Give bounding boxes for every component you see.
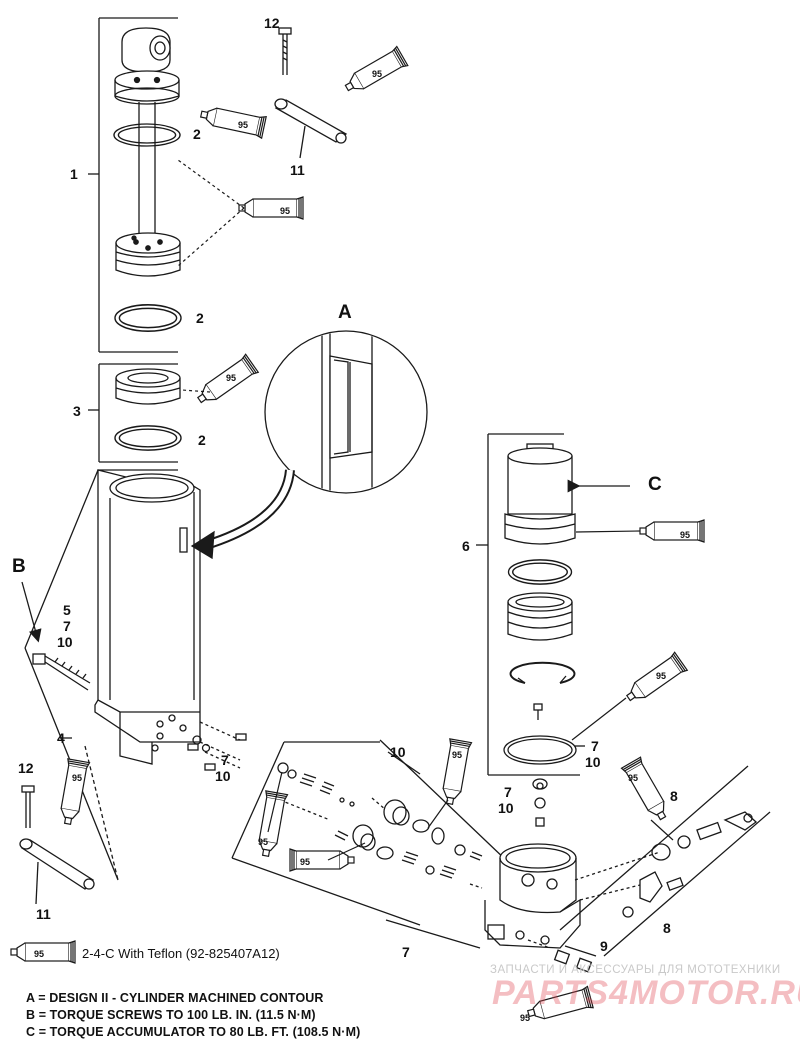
callout-7: 7: [591, 738, 599, 754]
tube-label: 95: [656, 671, 667, 681]
detail-a-magnifier: [190, 330, 428, 560]
watermark-logo: PARTS4MOTOR.RU: [492, 974, 800, 1012]
callout-7: 7: [402, 944, 410, 960]
accumulator-assembly: [476, 433, 630, 776]
end-cap-assembly: [88, 363, 182, 463]
callout-8: 8: [663, 920, 671, 936]
callout-5: 5: [63, 602, 71, 618]
detail-c-label: C: [648, 474, 662, 495]
note-b: B = TORQUE SCREWS TO 100 LB. IN. (11.5 N…: [26, 1008, 316, 1022]
tube-label: 95: [300, 857, 311, 867]
callout-2: 2: [198, 432, 206, 448]
tube-label: 95: [520, 1013, 531, 1023]
tube-label: 95: [238, 120, 249, 130]
callout-2: 2: [196, 310, 204, 326]
pivot-pin-top: [274, 27, 348, 159]
tube-label: 95: [680, 530, 691, 540]
tube-label: 95: [226, 373, 237, 383]
callout-2: 2: [193, 126, 201, 142]
callout-6: 6: [462, 538, 470, 554]
cylinder-body: [24, 469, 247, 881]
tube-label: 95: [72, 773, 83, 783]
callout-11: 11: [290, 162, 305, 178]
long-bolt: [21, 581, 91, 691]
pivot-pin-bottom: [19, 785, 95, 905]
callout-8: 8: [670, 788, 678, 804]
legend-text: 2-4-C With Teflon (92-825407A12): [82, 946, 280, 961]
note-a: A = DESIGN II - CYLINDER MACHINED CONTOU…: [26, 991, 324, 1005]
callout-10: 10: [215, 768, 231, 784]
callout-10: 10: [498, 800, 514, 816]
detail-b-label: B: [12, 556, 26, 577]
callout-4: 4: [57, 730, 65, 746]
piston-rod-assembly: [88, 17, 182, 353]
grease-tubes: [10, 45, 705, 1025]
tube-label: 95: [628, 773, 639, 783]
watermark-tagline: ЗАПЧАСТИ И АКСЕССУАРЫ ДЛЯ МОТОТЕХНИКИ: [490, 964, 781, 976]
callout-1: 1: [70, 166, 78, 182]
callout-3: 3: [73, 403, 81, 419]
tube-label: 95: [258, 837, 269, 847]
callout-11: 11: [36, 906, 51, 922]
note-c: C = TORQUE ACCUMULATOR TO 80 LB. FT. (10…: [26, 1025, 361, 1039]
callout-7: 7: [221, 752, 229, 768]
legend-tube-label: 95: [34, 949, 45, 959]
callout-12: 12: [264, 15, 280, 31]
tube-label: 95: [372, 69, 383, 79]
callout-7: 7: [63, 618, 71, 634]
detail-a-label: A: [338, 302, 352, 323]
callout-10: 10: [390, 744, 406, 760]
callout-10: 10: [57, 634, 73, 650]
callout-10: 10: [585, 754, 601, 770]
tube-label: 95: [452, 750, 463, 760]
valve-body-assembly: [231, 739, 771, 973]
callout-9: 9: [600, 938, 608, 954]
tube-label: 95: [280, 206, 291, 216]
check-valve-parts: [532, 778, 548, 827]
callout-12: 12: [18, 760, 34, 776]
callout-7: 7: [504, 784, 512, 800]
